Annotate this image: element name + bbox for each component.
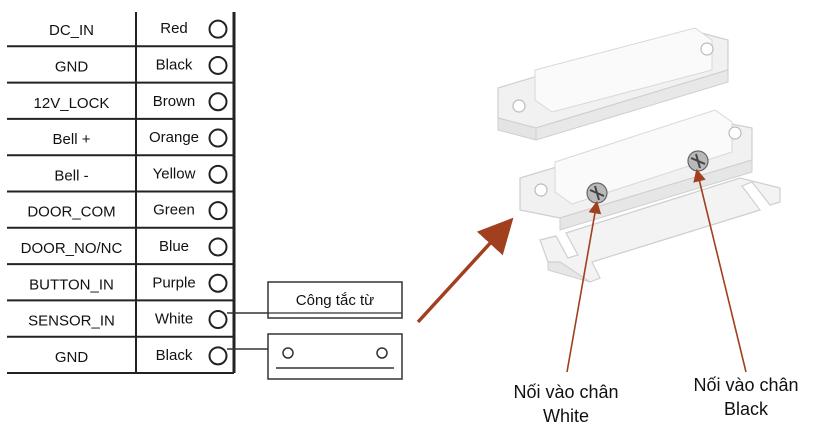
pin-row: SENSOR_IN White: [7, 310, 234, 338]
switch-cover: [539, 177, 781, 283]
pin-name: SENSOR_IN: [28, 313, 115, 330]
pin-row: GND Black: [7, 346, 234, 374]
pin-row: BUTTON_IN Purple: [7, 273, 234, 302]
pin-row: 12V_LOCK Brown: [7, 92, 234, 120]
pin-name: DC_IN: [49, 22, 94, 39]
pin-name: 12V_LOCK: [34, 95, 110, 112]
wire-color: Black: [156, 347, 193, 364]
black-callout-pointer: [693, 168, 747, 373]
terminal-icon: [208, 346, 228, 366]
terminal-icon: [208, 92, 228, 112]
wire-color: Black: [156, 56, 193, 73]
black-callout-line2: Black: [724, 399, 769, 419]
terminal-icon: [208, 201, 228, 221]
white-callout-line2: White: [543, 406, 589, 426]
wire-color: Green: [153, 202, 195, 219]
pin-row: GND Black: [7, 55, 234, 84]
wire-color: Purple: [152, 274, 195, 291]
switch-contact-left: [282, 347, 294, 359]
terminal-icon: [208, 19, 228, 39]
pin-row: DC_IN Red: [7, 19, 234, 48]
terminal-icon: [208, 237, 228, 257]
switch-symbol: [267, 333, 403, 380]
pin-row: Bell + Orange: [7, 128, 234, 157]
pin-row: DOOR_NO/NC Blue: [7, 237, 234, 266]
terminal-icon: [208, 55, 228, 75]
pin-row: DOOR_COM Green: [7, 201, 234, 229]
wire-color: Blue: [159, 238, 189, 255]
pin-name: Bell -: [54, 167, 88, 184]
switch-label: Công tắc từ: [296, 292, 374, 309]
magnetic-sensor-device: [497, 27, 781, 283]
white-screw: [586, 182, 608, 204]
white-callout-line1: Nối vào chân: [513, 382, 618, 402]
wire-color: Red: [160, 20, 188, 37]
pin-name: BUTTON_IN: [29, 276, 114, 293]
switch-label-box: Công tắc từ: [267, 281, 403, 319]
wire-color: Orange: [149, 129, 199, 146]
pin-name: Bell +: [53, 131, 91, 148]
pin-name: DOOR_NO/NC: [21, 240, 123, 257]
pin-name: DOOR_COM: [27, 204, 115, 221]
wire-color: Yellow: [153, 165, 196, 182]
switch-contact-right: [376, 347, 388, 359]
wire-color: White: [155, 311, 193, 328]
terminal-icon: [208, 310, 228, 330]
pointer-arrow: [416, 217, 514, 324]
black-screw: [687, 150, 709, 172]
magnet-body: [497, 27, 729, 141]
pin-name: GND: [55, 349, 89, 366]
black-callout-line1: Nối vào chân: [693, 375, 798, 395]
wire-color: Brown: [153, 93, 196, 110]
switch-body: [519, 109, 753, 231]
pin-name: GND: [55, 58, 89, 75]
pin-row: Bell - Yellow: [7, 164, 234, 193]
terminal-icon: [208, 128, 228, 148]
terminal-icon: [208, 273, 228, 293]
terminal-icon: [208, 164, 228, 184]
white-callout-pointer: [566, 200, 602, 373]
